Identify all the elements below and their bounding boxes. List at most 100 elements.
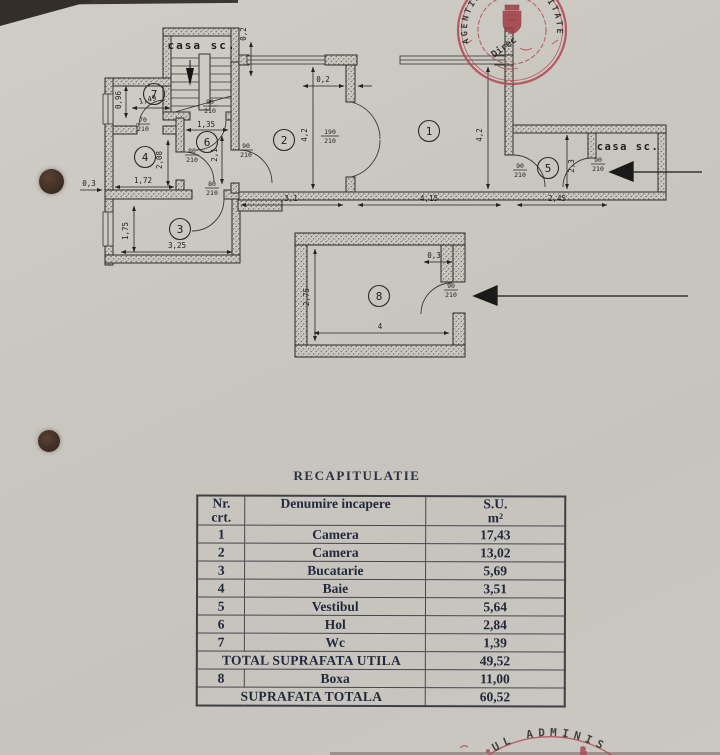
table-row-boxa: 8 Boxa 11,00: [196, 669, 565, 689]
recap-section: RECAPITULATIE Nr. crt. Denumire incapere…: [195, 468, 567, 708]
door-width: 80: [208, 180, 216, 188]
room-number: 5: [545, 162, 552, 175]
dim-label: 1,72: [134, 176, 152, 185]
recap-table: Nr. crt. Denumire incapere S.U. m² 1 Cam…: [195, 494, 567, 708]
door-label-70-210: 70 210: [136, 116, 150, 133]
door-size-labels: 90 210 70 210 80 210 80 210 90: [136, 98, 605, 299]
dim-label: 2,75: [302, 288, 311, 306]
dim-label: 4,2: [475, 128, 484, 142]
door-height: 210: [445, 291, 457, 299]
cell-su: 2,84: [425, 615, 565, 635]
header-su: S.U. m²: [426, 496, 566, 527]
door-width: 190: [324, 128, 336, 136]
dimension-lines-single: [80, 84, 372, 192]
dim-label: 3,25: [168, 241, 186, 250]
dim-label: 2,1: [210, 148, 219, 162]
door-label-190-210: 190 210: [321, 128, 339, 145]
dim-label: 0,2: [239, 27, 248, 41]
header-su-label: S.U.: [483, 496, 508, 512]
door-label-90-210: 90 210: [513, 162, 527, 179]
cell-name: Boxa: [244, 669, 426, 688]
cell-su: 11,00: [425, 669, 565, 689]
door-height: 210: [514, 171, 526, 179]
room-5-label: 5: [536, 156, 560, 180]
door-label-90-210: 90 210: [239, 142, 253, 159]
staircase: [171, 53, 232, 113]
door-height: 210: [204, 107, 216, 115]
door-height: 210: [592, 165, 604, 173]
casa-sc-left-label: casa sc.: [168, 39, 237, 52]
header-su-unit: m²: [487, 510, 504, 526]
dim-label: 0,96: [114, 90, 123, 109]
room-2-label: 2: [272, 128, 296, 152]
door-height: 210: [324, 137, 336, 145]
room-number: 3: [177, 223, 184, 236]
door-width: 80: [188, 147, 196, 155]
room-6-label: 6: [195, 130, 219, 154]
dim-label: 0,3: [82, 179, 96, 188]
cell-su: 13,02: [425, 543, 566, 563]
room-number: 8: [376, 290, 383, 303]
total-value: 60,52: [425, 687, 565, 707]
windows: [102, 55, 506, 247]
dim-label: 3,1: [284, 194, 298, 203]
header-nr: Nr.: [212, 495, 231, 511]
cell-nr: 4: [197, 579, 245, 598]
cell-name: Wc: [244, 633, 426, 652]
cell-nr: 3: [197, 561, 245, 580]
total-utila-value: 49,52: [425, 651, 565, 671]
room-number: 1: [426, 125, 433, 138]
door-width: 90: [594, 156, 602, 164]
door-height: 210: [137, 125, 149, 133]
table-row: 4 Baie 3,51: [197, 579, 566, 599]
walls: [104, 27, 667, 358]
entrance-arrow-icon: [608, 161, 702, 182]
cell-name: Bucatarie: [244, 561, 426, 580]
stamp-crest-icon: [502, 4, 522, 35]
stamp-fragment-marks: [459, 745, 587, 755]
dim-label: 4,2: [300, 128, 309, 142]
room-1-label: 1: [417, 119, 441, 143]
cell-nr: 6: [196, 615, 245, 634]
dim-label: 2,45: [548, 194, 566, 203]
header-nr-crt: Nr. crt.: [197, 495, 246, 526]
room-number: 4: [142, 151, 149, 164]
round-stamp-bottom: UL ADMINIS: [459, 726, 613, 755]
header-denumire: Denumire incapere: [245, 495, 427, 526]
dim-label: 0,3: [427, 251, 441, 260]
table-row: 3 Bucatarie 5,69: [197, 561, 566, 581]
door-height: 210: [186, 156, 198, 164]
door-width: 90: [242, 142, 250, 150]
door-label-90-210: 90 210: [591, 156, 605, 173]
table-row: 7 Wc 1,39: [196, 633, 565, 653]
room-3-label: 3: [168, 217, 192, 241]
recap-title: RECAPITULATIE: [293, 468, 421, 483]
total-label: SUPRAFATA TOTALA: [196, 687, 426, 707]
dim-label: 4,15: [420, 194, 438, 203]
room-number: 6: [204, 136, 211, 149]
door-label-90-210: 90 210: [444, 282, 458, 299]
scan-edge-shadow-bottom: [330, 752, 720, 755]
door-width: 90: [447, 282, 455, 290]
table-row: 6 Hol 2,84: [196, 615, 565, 635]
entrance-arrow-icon: [472, 285, 688, 306]
cell-nr: 2: [197, 543, 245, 562]
table-row: 2 Camera 13,02: [197, 543, 566, 563]
door-width: 90: [206, 98, 214, 106]
cell-name: Camera: [244, 525, 427, 544]
door-width: 90: [516, 162, 524, 170]
stamp-arc-text: UL ADMINIS: [490, 726, 610, 754]
room-7-label: 7: [142, 82, 166, 106]
dim-label: 0,2: [316, 75, 330, 84]
cell-su: 5,64: [425, 597, 566, 617]
table-row: 1 Camera 17,43: [197, 525, 566, 545]
door-height: 210: [240, 151, 252, 159]
room-number-circles: 1 2 3 4 5 6 7: [133, 82, 560, 308]
dim-label: 1,75: [121, 222, 130, 240]
door-label-80-210: 80 210: [185, 147, 199, 164]
dim-label: 4: [378, 322, 383, 331]
table-row: 5 Vestibul 5,64: [196, 597, 566, 617]
stamp-marks: [465, 39, 559, 70]
dimension-labels: 1,72 0,3 1,35 3,1 4,15 2,45 4,2 4,2 2,3 …: [82, 27, 576, 331]
